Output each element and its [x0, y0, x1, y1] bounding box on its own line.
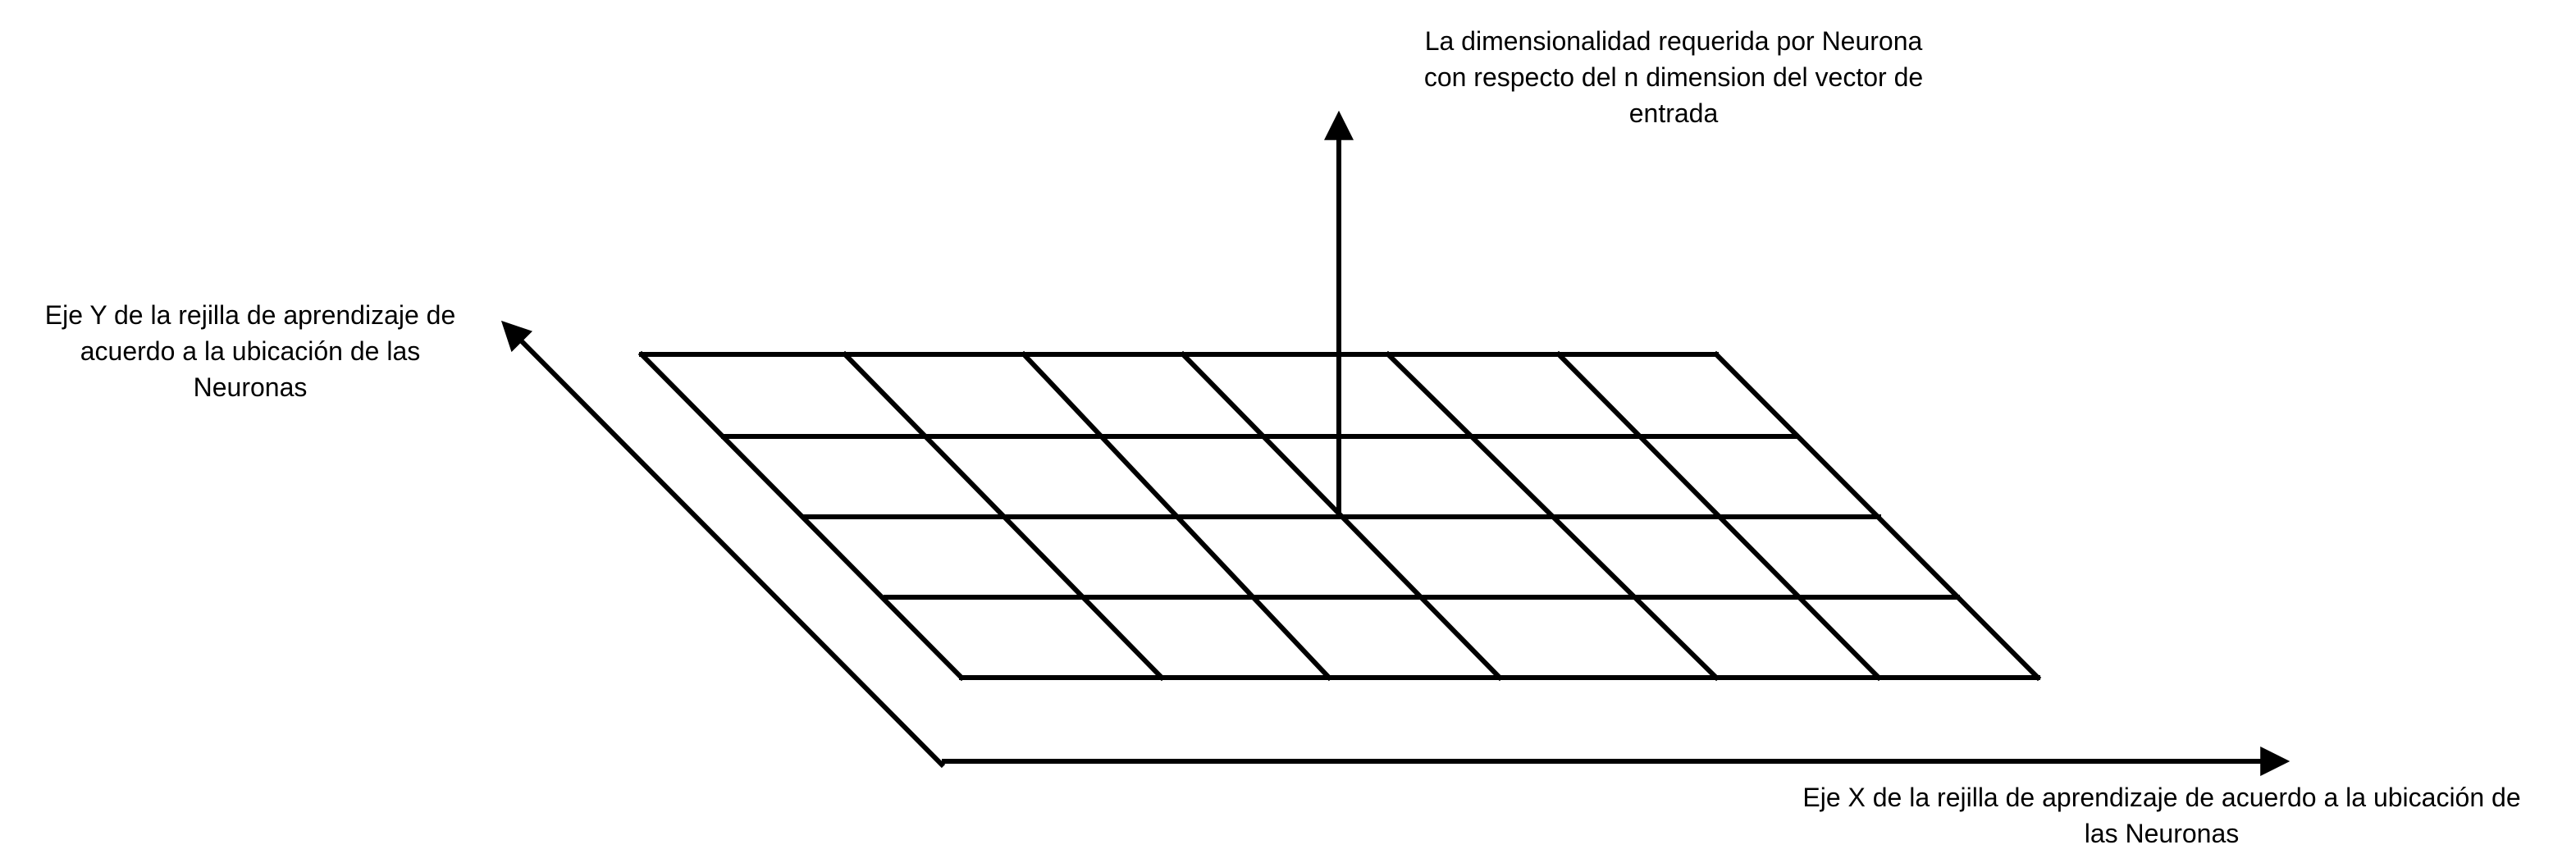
y-axis-label-line-2: acuerdo a la ubicación de las — [80, 336, 421, 366]
grid-column-line — [1020, 350, 1333, 682]
z-axis-label: La dimensionalidad requerida por Neurona… — [1296, 23, 2051, 131]
y-axis-label-line-3: Neuronas — [193, 372, 308, 402]
x-axis-label: Eje X de la rejilla de aprendizaje de ac… — [1756, 779, 2568, 852]
grid-column-line — [1712, 350, 2042, 682]
z-axis-label-line-1: La dimensionalidad requerida por Neurona — [1424, 26, 1923, 56]
y-axis-label: Eje Y de la rejilla de aprendizaje de ac… — [0, 297, 500, 405]
grid-column-line — [1179, 350, 1504, 682]
grid-column-line — [1555, 350, 1883, 682]
x-axis-label-line-2: las Neuronas — [2084, 819, 2240, 848]
y-axis-arrow — [500, 320, 946, 769]
grid-column-line — [841, 350, 1166, 682]
grid-column-line — [637, 350, 966, 682]
x-axis-label-line-1: Eje X de la rejilla de aprendizaje de ac… — [1802, 783, 2521, 812]
z-axis-label-line-3: entrada — [1628, 98, 1719, 128]
learning-grid — [637, 350, 2042, 682]
y-axis-label-line-1: Eje Y de la rejilla de aprendizaje de — [44, 300, 456, 330]
z-axis-label-line-2: con respecto del n dimension del vector … — [1423, 62, 1924, 92]
grid-column-line — [1384, 350, 1720, 682]
